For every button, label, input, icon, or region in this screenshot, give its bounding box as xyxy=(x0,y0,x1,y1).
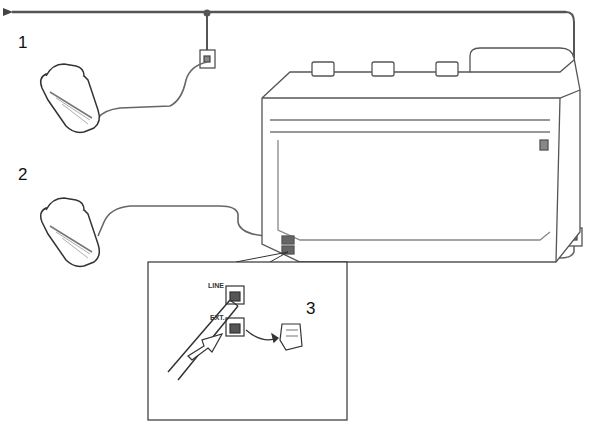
telephone-line xyxy=(206,12,208,50)
fax-machine xyxy=(436,62,458,76)
detail-inset xyxy=(286,330,298,336)
fax-machine xyxy=(540,140,548,150)
telephone xyxy=(46,198,84,210)
fax-machine xyxy=(262,48,580,262)
telephone xyxy=(41,64,100,266)
detail-inset xyxy=(230,324,240,333)
detail-inset xyxy=(188,334,222,360)
telephone xyxy=(50,226,92,252)
telephone xyxy=(41,72,100,132)
fax-machine xyxy=(262,48,580,262)
detail-inset xyxy=(230,300,238,306)
fax-machine xyxy=(270,120,550,132)
fax-machine xyxy=(282,236,294,244)
leader-line xyxy=(236,252,288,262)
callout-number: 2 xyxy=(18,166,27,183)
detail-inset xyxy=(280,324,302,350)
fax-machine xyxy=(278,140,550,240)
detail-inset xyxy=(148,262,347,420)
phone-wire xyxy=(98,206,287,246)
callout-number: 1 xyxy=(18,34,27,51)
telephone-line xyxy=(12,11,566,14)
leader-line xyxy=(236,252,288,262)
telephone xyxy=(56,232,90,258)
fax-machine xyxy=(262,90,580,98)
detail-inset xyxy=(230,292,240,301)
detail-inset xyxy=(226,318,244,336)
telephone xyxy=(46,64,84,76)
fax-machine xyxy=(372,62,394,76)
detail-inset xyxy=(168,300,238,380)
fax-machine xyxy=(556,98,560,262)
jack-label: LINE xyxy=(208,282,224,289)
fax-machine xyxy=(470,60,574,72)
jack-label: EXT. xyxy=(210,314,225,321)
callout-number: 3 xyxy=(306,300,315,317)
telephone xyxy=(56,98,90,124)
telephone xyxy=(41,206,100,266)
fax-machine xyxy=(312,62,334,76)
detail-inset xyxy=(148,262,347,420)
telephone xyxy=(50,92,92,118)
wall-jack xyxy=(200,50,215,68)
detail-inset xyxy=(272,334,278,342)
phone-wire xyxy=(98,62,207,118)
telephone-line xyxy=(205,11,210,16)
leader-line xyxy=(270,252,288,262)
wall-jack xyxy=(204,56,210,62)
